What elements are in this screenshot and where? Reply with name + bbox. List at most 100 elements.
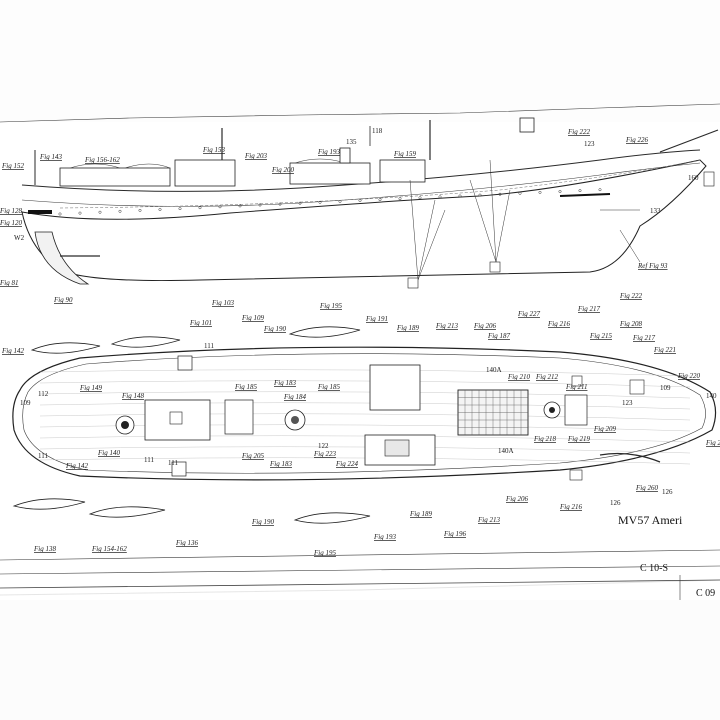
side-label: Ref Fig 93 <box>637 262 668 270</box>
hatch-aft <box>177 355 193 371</box>
plank-line <box>39 369 691 377</box>
plan-label: Fig 191 <box>365 315 388 323</box>
plan-label: Fig 219 <box>567 435 590 443</box>
boat-cover <box>384 439 410 457</box>
plank-line <box>39 446 691 454</box>
porthole <box>198 206 202 210</box>
plan-label: Fig 189 <box>409 510 432 518</box>
midship-deckhouse <box>369 364 421 411</box>
model-title: MV57 Ameri <box>618 513 683 527</box>
plan-number: 111 <box>168 459 178 467</box>
porthole <box>258 203 262 207</box>
plan-number: 140 <box>706 392 717 400</box>
plan-number: 140A <box>498 447 514 455</box>
plan-label: Fig 101 <box>189 319 212 327</box>
plan-label: Fig 223 <box>313 450 336 458</box>
side-label: Fig 153 <box>202 146 225 154</box>
plan-number: 111 <box>38 452 48 460</box>
plan-label: Fig 260 <box>635 484 658 492</box>
bow-fitting <box>629 379 645 395</box>
hatch-aft-port <box>171 461 187 477</box>
bulwark-line <box>21 162 701 207</box>
side-view: Fig 152 Fig 143 Fig 156-162 Fig 153 Fig … <box>0 117 719 304</box>
plan-number: 109 <box>20 399 31 407</box>
plan-label: Fig 154-162 <box>91 545 127 553</box>
porthole <box>58 212 62 216</box>
flag-icon-3 <box>703 171 715 187</box>
plank-line <box>39 413 691 421</box>
hawse-stripe <box>559 193 611 197</box>
porthole <box>298 201 302 205</box>
plan-label: Fig 210 <box>507 373 530 381</box>
deck-inner-outline <box>22 353 706 474</box>
hull-profile <box>21 159 707 282</box>
side-label: Fig 156-162 <box>84 156 120 164</box>
plan-label: Fig 140 <box>97 449 120 457</box>
deck-outline <box>12 346 717 481</box>
side-label: Fig 128 <box>0 207 22 215</box>
porthole <box>518 191 522 195</box>
plan-label: Fig 190 <box>263 325 286 333</box>
plan-label: Fig 195 <box>313 549 336 557</box>
plan-label: Fig 148 <box>121 392 144 400</box>
porthole <box>338 199 342 203</box>
plan-number: 123 <box>622 399 633 407</box>
plan-label: Fig 196 <box>443 530 466 538</box>
plan-label: Fig 215 <box>589 332 612 340</box>
plan-label: Fig 138 <box>33 545 56 553</box>
porthole <box>538 190 542 194</box>
plan-label: Fig 136 <box>175 539 198 547</box>
plan-number: 111 <box>204 342 214 350</box>
porthole <box>578 189 582 193</box>
porthole <box>78 211 82 215</box>
plan-label: Fig 142 <box>1 347 24 355</box>
plan-label: Fig 193 <box>373 533 396 541</box>
bowsprit <box>659 129 719 153</box>
mid-deckhouse <box>289 162 371 185</box>
plan-label: Fig 217 <box>632 334 655 342</box>
windlass-frame <box>564 394 588 426</box>
anchor-chain <box>599 452 661 463</box>
porthole <box>438 195 442 199</box>
plank-line <box>39 435 691 443</box>
portholes <box>58 188 602 216</box>
plan-label: Fig 224 <box>335 460 358 468</box>
forward-deckhouse <box>379 159 426 183</box>
side-label: Fig 143 <box>39 153 62 161</box>
stern-plate <box>28 210 52 214</box>
lifeboats-top <box>30 326 361 354</box>
plan-label: Fig 209 <box>593 425 616 433</box>
side-label: Fig 200 <box>271 166 294 174</box>
porthole <box>158 208 162 211</box>
porthole <box>598 188 602 192</box>
plan-label: Fig 187 <box>487 332 510 340</box>
plan-label: Fig 227 <box>517 310 540 318</box>
side-number: 133 <box>650 207 661 215</box>
plan-label: Fig 220 <box>677 372 700 380</box>
ventilator-hub <box>291 416 299 424</box>
leader-lines-1 <box>409 179 446 281</box>
plan-label: Fig 183 <box>273 379 296 387</box>
plan-label: Fig 211 <box>565 383 587 391</box>
lifeboat-side-2 <box>124 163 171 169</box>
plan-label: Fig 2 <box>705 439 720 447</box>
aft-deckhouse <box>59 167 171 187</box>
plank-line <box>39 402 691 410</box>
porthole <box>178 207 182 211</box>
plan-label: Fig 208 <box>619 320 642 328</box>
plan-label: Fig 222 <box>619 292 642 300</box>
porthole <box>318 200 322 204</box>
plan-label: Fig 213 <box>477 516 500 524</box>
plan-label: Fig 216 <box>547 320 570 328</box>
sheet-code-2: C 09 <box>696 588 715 599</box>
plan-number: 140A <box>486 366 502 374</box>
sheet-fold-edge <box>0 103 720 123</box>
plan-label: Fig 184 <box>283 393 306 401</box>
side-label: Fig 226 <box>625 136 648 144</box>
waterline <box>59 159 701 209</box>
plan-label: Fig 149 <box>79 384 102 392</box>
side-number: 160 <box>688 174 699 182</box>
flag-icon-2 <box>489 261 501 273</box>
title-rule-2 <box>0 565 720 575</box>
